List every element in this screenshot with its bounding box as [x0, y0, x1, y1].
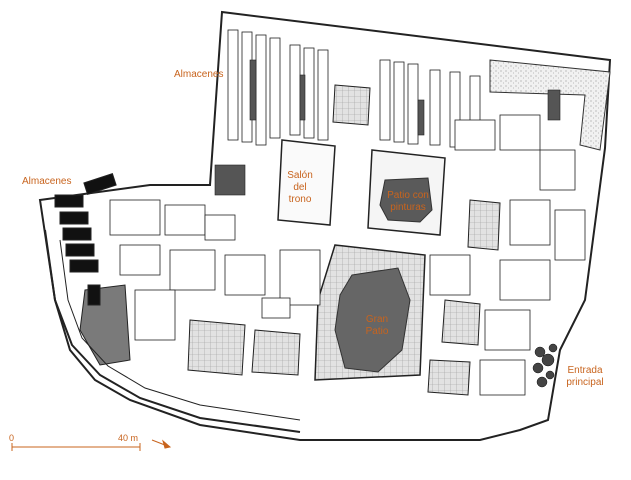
entrada-line2: principal	[566, 377, 604, 388]
patio-pinturas-line2: pinturas	[390, 202, 426, 213]
east-rooms	[429, 114, 586, 396]
sw-court-1	[187, 319, 246, 376]
salon-line1: Salón	[287, 170, 313, 181]
magazines-left	[54, 173, 117, 306]
patio-pinturas-dark	[379, 177, 433, 223]
e-court	[441, 299, 481, 346]
sw-wall	[44, 229, 301, 433]
gran-patio-dark	[334, 267, 411, 373]
sw-wall-inner	[59, 239, 301, 421]
entrada-line1: Entrada	[567, 365, 603, 376]
label-entrada-principal: Entrada principal	[560, 365, 610, 389]
scale-bar	[11, 443, 141, 451]
se-court	[427, 359, 471, 396]
salon-trono	[277, 139, 336, 226]
entrance-rubble	[532, 343, 558, 388]
label-patio-pinturas: Patio con pinturas	[383, 190, 433, 214]
gran-patio-line2: Patio	[365, 326, 389, 337]
ne-small-court	[467, 199, 501, 251]
ne-court	[489, 59, 611, 151]
salon-line2: del	[293, 182, 307, 193]
patio-pinturas-line1: Patio con	[387, 190, 429, 201]
north-dark-cells	[214, 59, 561, 196]
label-salon-trono: Salón del trono	[285, 170, 315, 206]
west-rooms	[109, 199, 321, 341]
gran-patio-line1: Gran	[365, 314, 389, 325]
label-gran-patio: Gran Patio	[357, 314, 397, 338]
orientation-arrow	[151, 439, 172, 449]
label-almacenes-top: Almacenes	[174, 69, 224, 80]
n-court	[332, 84, 371, 126]
salon-line3: trono	[288, 194, 312, 205]
scale-end-label: 40 m	[118, 433, 139, 443]
label-almacenes-left: Almacenes	[22, 176, 72, 187]
scale-start-label: 0	[9, 433, 15, 443]
sw-court-2	[251, 329, 301, 376]
